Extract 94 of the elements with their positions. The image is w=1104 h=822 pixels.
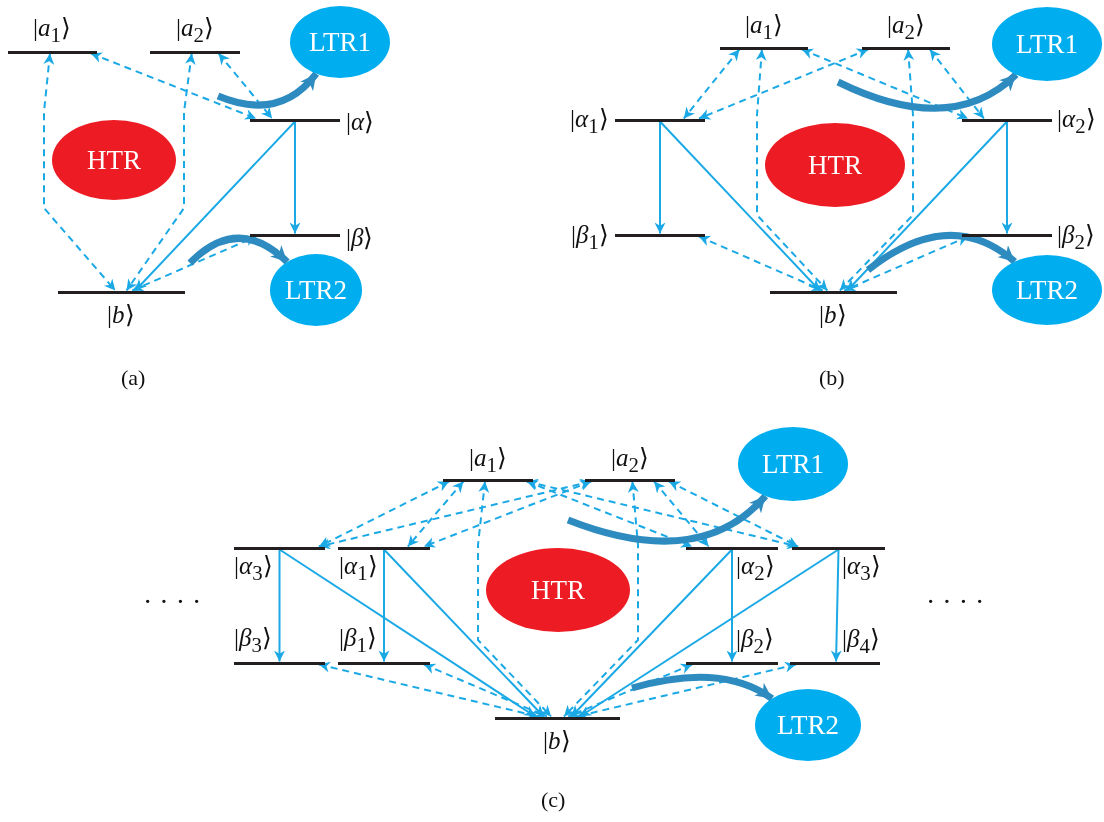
double-headed-dashed-arrow — [575, 661, 797, 720]
ellipsis-dots: · · · · — [143, 588, 202, 616]
state-label: |β$_{2}$⟩ — [736, 625, 774, 657]
cold-reservoir-ellipse: LTR1 — [290, 6, 390, 78]
state-label: |a$_{1}$⟩ — [33, 14, 71, 46]
state-label: |α$_{1}$⟩ — [570, 105, 609, 137]
arrow — [726, 548, 738, 663]
arrow — [659, 120, 821, 292]
double-headed-dashed-arrow — [698, 48, 869, 120]
double-headed-dashed-arrow — [653, 480, 710, 548]
curved-arrow — [216, 71, 319, 109]
arrow — [579, 548, 840, 718]
curved-arrow — [566, 493, 768, 545]
state-label: |α$_{1}$⟩ — [339, 552, 378, 584]
energy-level — [495, 716, 620, 753]
energy-level — [790, 625, 880, 665]
double-headed-dashed-arrow — [90, 52, 257, 120]
state-label: |b⟩ — [819, 301, 847, 327]
energy-level — [8, 14, 97, 54]
state-label: |β$_{4}$⟩ — [842, 625, 880, 657]
energy-level — [338, 624, 430, 665]
arrow — [378, 548, 390, 663]
double-headed-dashed-arrow — [217, 52, 274, 120]
arrow — [846, 120, 1008, 292]
state-label: |a$_{1}$⟩ — [469, 444, 507, 476]
arrow — [654, 120, 666, 235]
cold-reservoir-ellipse: LTR2 — [755, 689, 861, 761]
panel-label: (c) — [541, 789, 566, 811]
double-headed-dashed-arrow — [318, 480, 450, 548]
panel-label: (a) — [121, 367, 146, 389]
double-headed-dashed-arrow — [838, 48, 915, 292]
arrow — [134, 120, 296, 292]
cold-reservoir-ellipse: LTR2 — [992, 255, 1102, 325]
state-label: |a$_{1}$⟩ — [745, 11, 783, 43]
energy-level — [686, 625, 778, 665]
double-headed-dashed-arrow — [682, 48, 741, 120]
energy-level — [234, 624, 325, 665]
double-headed-dashed-arrow — [125, 52, 196, 292]
cold-reservoir-ellipse: LTR1 — [992, 7, 1102, 81]
energy-level — [150, 14, 240, 54]
energy-level — [720, 11, 808, 50]
cold-reservoir-ellipse: LTR2 — [270, 254, 362, 326]
curved-arrow — [836, 71, 1019, 112]
energy-level — [250, 224, 373, 250]
energy-level — [862, 11, 950, 50]
double-headed-dashed-arrow — [567, 663, 693, 718]
hot-reservoir-ellipse: HTR — [486, 548, 630, 632]
state-label: |a$_{2}$⟩ — [176, 14, 214, 46]
state-label: |β$_{2}$⟩ — [1057, 221, 1095, 253]
hot-reservoir-ellipse: HTR — [765, 123, 905, 207]
state-label: |α$_{2}$⟩ — [736, 552, 775, 584]
curved-arrow — [187, 234, 290, 266]
state-label: |b⟩ — [107, 301, 135, 327]
state-label: |α⟩ — [346, 108, 375, 134]
double-headed-dashed-arrow — [423, 663, 548, 718]
curved-arrow — [631, 673, 774, 702]
energy-level — [58, 290, 185, 327]
state-label: |b⟩ — [543, 727, 571, 753]
arrow — [830, 548, 842, 663]
double-headed-dashed-arrow — [406, 480, 465, 548]
cold-reservoir-ellipse: LTR1 — [738, 427, 848, 501]
double-headed-dashed-arrow — [755, 48, 829, 292]
energy-level — [585, 444, 675, 482]
arrow — [274, 548, 285, 663]
double-headed-dashed-arrow — [668, 480, 799, 548]
double-headed-dashed-arrow — [801, 48, 969, 120]
state-label: |a$_{2}$⟩ — [887, 11, 925, 43]
ellipsis-dots: · · · · — [926, 588, 985, 616]
state-label: |β$_{1}$⟩ — [339, 624, 377, 656]
energy-level — [770, 290, 897, 327]
energy-level — [250, 108, 374, 134]
arrow — [1001, 120, 1013, 235]
state-label: |α$_{3}$⟩ — [842, 552, 881, 584]
arrow — [289, 120, 301, 235]
curved-arrow — [865, 231, 1017, 273]
double-headed-dashed-arrow — [43, 52, 117, 292]
arrow — [570, 548, 733, 718]
double-headed-dashed-arrow — [698, 235, 824, 292]
state-label: |β⟩ — [346, 224, 374, 250]
panel-label: (b) — [819, 367, 845, 389]
double-headed-dashed-arrow — [318, 661, 540, 720]
state-label: |α$_{3}$⟩ — [234, 552, 273, 584]
arrow — [383, 548, 545, 718]
state-label: |α$_{2}$⟩ — [1057, 105, 1096, 137]
state-label: |a$_{2}$⟩ — [611, 444, 649, 476]
double-headed-dashed-arrow — [526, 478, 799, 550]
double-headed-dashed-arrow — [562, 480, 639, 718]
state-label: |β$_{1}$⟩ — [571, 221, 609, 253]
state-label: |β$_{3}$⟩ — [234, 624, 272, 656]
energy-level — [443, 444, 533, 482]
double-headed-dashed-arrow — [928, 48, 985, 120]
double-headed-dashed-arrow — [477, 480, 553, 718]
hot-reservoir-ellipse: HTR — [52, 120, 176, 200]
double-headed-dashed-arrow — [423, 480, 592, 548]
